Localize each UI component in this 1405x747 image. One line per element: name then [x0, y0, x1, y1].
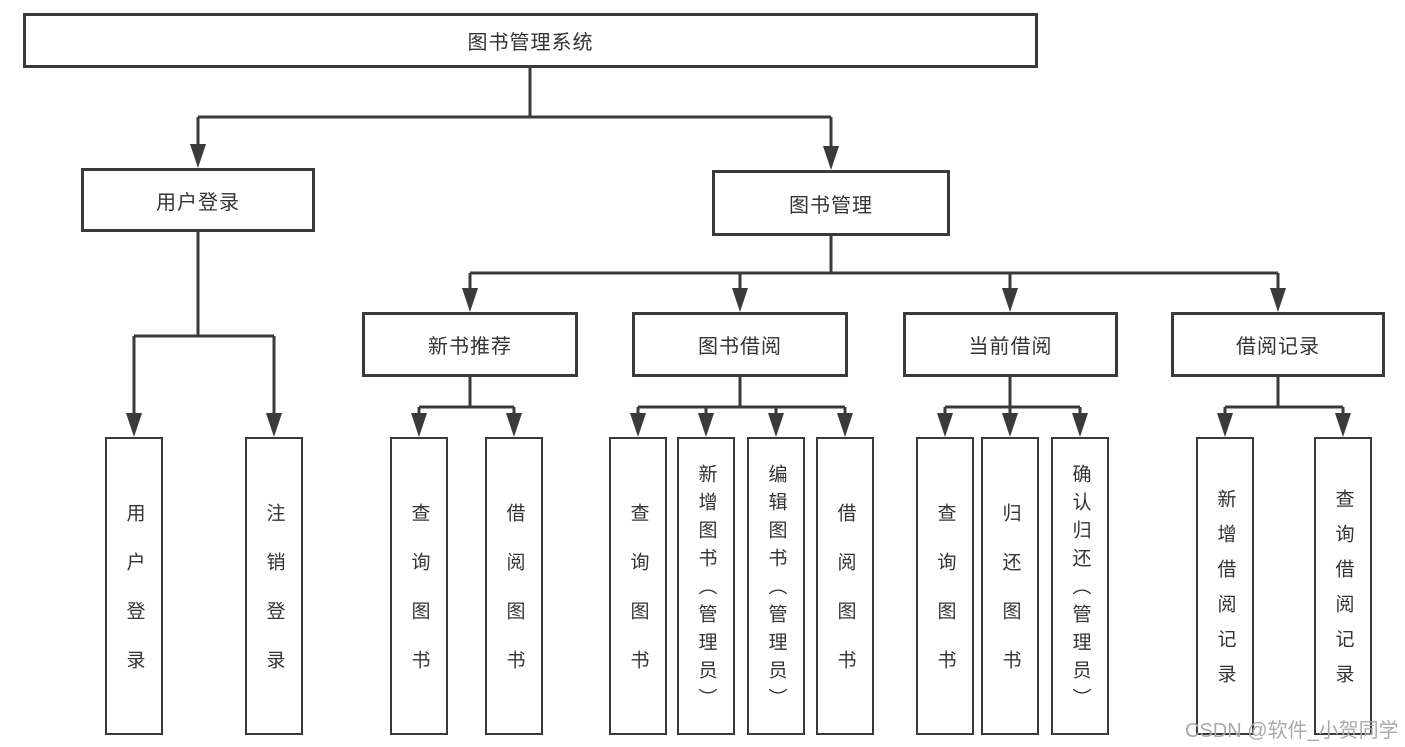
arrow-down-icon — [823, 146, 839, 170]
connector-borrowing-records-children — [1223, 377, 1345, 421]
arrow-down-icon — [411, 413, 427, 437]
arrow-down-icon — [768, 413, 784, 437]
leaf-logout: 注销登录 — [245, 437, 303, 735]
leaf-add-book-admin-label: 新增图书（管理员） — [695, 464, 717, 716]
arrow-down-icon — [1002, 413, 1018, 437]
arrow-down-icon — [1072, 413, 1088, 437]
node-book-borrowing-label: 图书借阅 — [698, 336, 782, 358]
arrow-down-icon — [462, 288, 478, 312]
leaf-confirm-return-admin-label: 确认归还（管理员） — [1069, 464, 1091, 716]
node-new-book-recommend-label: 新书推荐 — [428, 336, 512, 358]
arrow-down-icon — [126, 413, 142, 437]
arrow-down-icon — [837, 413, 853, 437]
arrow-down-icon — [1002, 288, 1018, 312]
node-user-login-label: 用户登录 — [156, 191, 240, 214]
leaf-logout-label: 注销登录 — [263, 503, 285, 699]
leaf-query-books-current-label: 查询图书 — [934, 503, 956, 699]
leaf-edit-book-admin-label: 编辑图书（管理员） — [765, 464, 787, 716]
arrow-down-icon — [266, 413, 282, 437]
connector-current-borrowing-children — [943, 377, 1082, 421]
node-root: 图书管理系统 — [23, 13, 1038, 68]
node-root-label: 图书管理系统 — [467, 32, 594, 54]
arrow-down-icon — [937, 413, 953, 437]
csdn-watermark: CSDN @软件_小贺同学 — [1185, 720, 1399, 742]
arrow-down-icon — [732, 288, 748, 312]
leaf-edit-book-admin: 编辑图书（管理员） — [747, 437, 805, 735]
leaf-user-login: 用户登录 — [105, 437, 163, 735]
leaf-query-books-current: 查询图书 — [916, 437, 974, 735]
leaf-query-books-borrow: 查询图书 — [609, 437, 667, 735]
leaf-borrow-books-borrow-label: 借阅图书 — [834, 503, 856, 699]
connector-user-login-children — [132, 232, 276, 421]
leaf-add-book-admin: 新增图书（管理员） — [677, 437, 735, 735]
connector-new-book-children — [417, 377, 516, 421]
arrow-down-icon — [630, 413, 646, 437]
node-current-borrowing: 当前借阅 — [903, 312, 1118, 377]
connector-book-borrowing-children — [636, 377, 847, 421]
arrow-down-icon — [190, 144, 206, 168]
arrow-down-icon — [506, 413, 522, 437]
leaf-add-borrow-record-label: 新增借阅记录 — [1214, 489, 1236, 699]
leaf-confirm-return-admin: 确认归还（管理员） — [1051, 437, 1109, 735]
leaf-query-borrow-record-label: 查询借阅记录 — [1332, 489, 1354, 699]
arrow-down-icon — [1335, 413, 1351, 437]
connector-root-to-level2 — [196, 68, 833, 152]
leaf-return-books: 归还图书 — [981, 437, 1039, 735]
arrow-down-icon — [1270, 288, 1286, 312]
node-book-borrowing: 图书借阅 — [632, 312, 848, 377]
node-book-management: 图书管理 — [712, 170, 950, 236]
leaf-borrow-books-borrow: 借阅图书 — [816, 437, 874, 735]
connector-book-management-children — [468, 236, 1280, 296]
leaf-query-borrow-record: 查询借阅记录 — [1314, 437, 1372, 735]
leaf-borrow-books-newbook: 借阅图书 — [485, 437, 543, 735]
leaf-borrow-books-newbook-label: 借阅图书 — [503, 503, 525, 699]
leaf-user-login-label: 用户登录 — [123, 503, 145, 699]
node-user-login: 用户登录 — [81, 168, 315, 232]
node-borrowing-records: 借阅记录 — [1171, 312, 1385, 377]
node-current-borrowing-label: 当前借阅 — [968, 336, 1053, 358]
node-book-management-label: 图书管理 — [789, 194, 873, 217]
arrow-down-icon — [698, 413, 714, 437]
node-borrowing-records-label: 借阅记录 — [1236, 336, 1320, 358]
node-new-book-recommend: 新书推荐 — [362, 312, 578, 377]
leaf-return-books-label: 归还图书 — [999, 503, 1021, 699]
arrow-down-icon — [1217, 413, 1233, 437]
leaf-query-books-newbook: 查询图书 — [390, 437, 448, 735]
leaf-add-borrow-record: 新增借阅记录 — [1196, 437, 1254, 735]
leaf-query-books-newbook-label: 查询图书 — [408, 503, 430, 699]
leaf-query-books-borrow-label: 查询图书 — [627, 503, 649, 699]
